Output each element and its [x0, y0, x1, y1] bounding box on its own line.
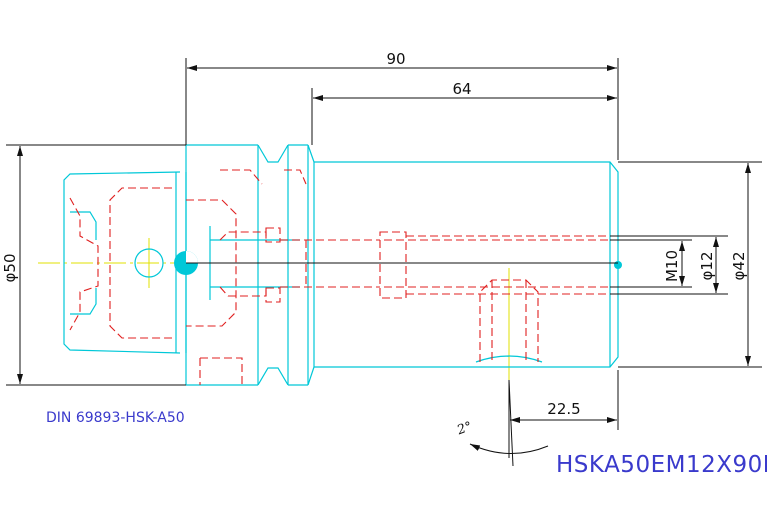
dim-shank-length: 64	[452, 80, 471, 98]
dimension-lines	[6, 58, 762, 467]
center-lines	[38, 238, 510, 380]
dim-flange-diameter: φ50	[1, 254, 19, 283]
dim-thread: M10	[663, 250, 681, 282]
dim-body-diameter: φ42	[730, 252, 748, 281]
dim-overall-length: 90	[386, 50, 405, 68]
dim-bore-diameter: φ12	[698, 252, 716, 281]
part-number-label: HSKA50EM12X90E	[556, 452, 767, 478]
hidden-lines	[69, 169, 610, 385]
dim-angle: 2°	[454, 419, 474, 438]
standard-label: DIN 69893-HSK-A50	[46, 410, 185, 426]
dim-screw-offset: 22.5	[547, 400, 580, 418]
holder-outline	[63, 144, 619, 386]
